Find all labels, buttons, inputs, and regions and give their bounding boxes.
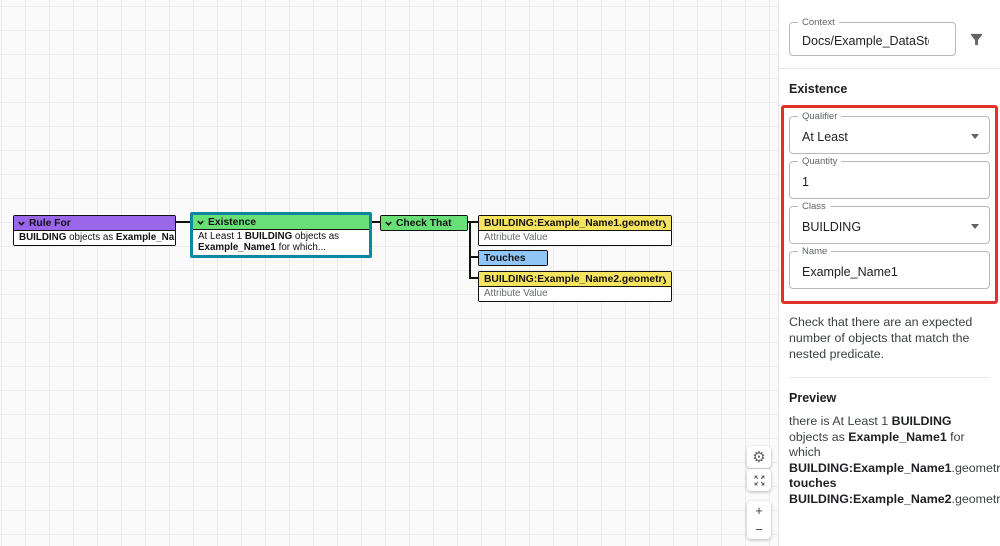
section-divider — [789, 377, 990, 378]
node-check-that-header[interactable]: Check That — [381, 216, 467, 230]
section-title: Existence — [789, 82, 848, 96]
node-attribute-1-header[interactable]: BUILDING:Example_Name1.geometry — [479, 216, 671, 230]
properties-panel: Context Docs/Example_DataStore1 Existenc… — [778, 0, 1000, 546]
node-rule-for-header[interactable]: Rule For — [14, 216, 175, 230]
panel-divider — [779, 68, 1000, 69]
edge-existence-checkthat — [372, 221, 380, 223]
chevron-down-icon[interactable] — [17, 219, 26, 228]
filter-icon — [968, 31, 985, 48]
name-input[interactable]: Name Example_Name1 — [789, 246, 990, 289]
preview-title: Preview — [789, 391, 837, 405]
field-label: Name — [798, 246, 832, 257]
panel-body: Existence Qualifier At Least Quantity 1 … — [779, 82, 1000, 507]
context-field[interactable]: Context Docs/Example_DataStore1 — [789, 17, 956, 56]
node-existence-header[interactable]: Existence — [193, 215, 369, 229]
zoom-out-button[interactable]: − — [747, 520, 771, 539]
edge-checkthat-attr1 — [467, 221, 478, 223]
context-row: Context Docs/Example_DataStore1 — [779, 0, 1000, 68]
node-title: BUILDING:Example_Name1.geometry — [484, 217, 666, 229]
diagram-canvas[interactable]: Rule For BUILDING objects as Example_Nam… — [0, 0, 778, 546]
minus-icon: − — [755, 522, 763, 537]
field-value: At Least — [802, 130, 848, 144]
node-title: BUILDING:Example_Name2.geometry — [484, 273, 666, 285]
field-label: Quantity — [798, 156, 842, 167]
node-title: Touches — [484, 252, 526, 264]
node-title: Check That — [396, 217, 452, 229]
class-select[interactable]: Class BUILDING — [789, 201, 990, 244]
highlight-annotation-box: Qualifier At Least Quantity 1 Class BUIL… — [781, 105, 998, 304]
node-check-that[interactable]: Check That — [380, 215, 468, 231]
field-value: Example_Name1 — [802, 265, 898, 279]
dropdown-arrow-icon — [971, 224, 979, 229]
field-value: BUILDING — [802, 220, 862, 234]
node-body: Attribute Value — [479, 230, 671, 245]
node-body: At Least 1 BUILDING objects as Example_N… — [193, 229, 369, 255]
node-title: Rule For — [29, 217, 71, 229]
field-value: Docs/Example_DataStore1 — [802, 34, 929, 48]
node-touches-header[interactable]: Touches — [479, 251, 547, 265]
field-label: Class — [798, 201, 830, 212]
plus-icon: + — [755, 503, 763, 518]
node-attribute-1[interactable]: BUILDING:Example_Name1.geometry Attribut… — [478, 215, 672, 246]
filter-button[interactable] — [960, 23, 992, 55]
field-value: 1 — [802, 175, 809, 189]
dropdown-arrow-icon — [971, 134, 979, 139]
node-body: Attribute Value — [479, 286, 671, 301]
zoom-controls: + − — [747, 501, 771, 539]
node-title: Existence — [208, 216, 257, 228]
edge-trunk-attr2 — [469, 277, 478, 279]
node-attribute-2-header[interactable]: BUILDING:Example_Name2.geometry — [479, 272, 671, 286]
chevron-down-icon[interactable] — [384, 219, 393, 228]
node-attribute-2[interactable]: BUILDING:Example_Name2.geometry Attribut… — [478, 271, 672, 302]
quantity-input[interactable]: Quantity 1 — [789, 156, 990, 199]
zoom-in-button[interactable]: + — [747, 501, 771, 520]
node-touches[interactable]: Touches — [478, 250, 548, 266]
preview-text: there is At Least 1 BUILDING objects as … — [789, 414, 1000, 506]
edge-rulefor-existence — [175, 221, 190, 223]
edge-trunk-touches — [469, 256, 478, 258]
zoom-to-fit-button[interactable] — [747, 469, 771, 491]
canvas-settings-button[interactable]: ⚙ — [747, 446, 771, 468]
edge-trunk — [469, 221, 471, 279]
rule-description: Check that there are an expected number … — [789, 315, 973, 361]
field-label: Qualifier — [798, 111, 842, 122]
node-body: BUILDING objects as Example_Name2 — [14, 230, 175, 245]
chevron-down-icon[interactable] — [196, 218, 205, 227]
node-existence[interactable]: Existence At Least 1 BUILDING objects as… — [190, 212, 372, 258]
field-label: Context — [798, 17, 839, 28]
node-rule-for[interactable]: Rule For BUILDING objects as Example_Nam… — [13, 215, 176, 246]
qualifier-select[interactable]: Qualifier At Least — [789, 111, 990, 154]
gear-icon: ⚙ — [752, 448, 766, 466]
zoom-out-map-icon — [753, 474, 766, 487]
